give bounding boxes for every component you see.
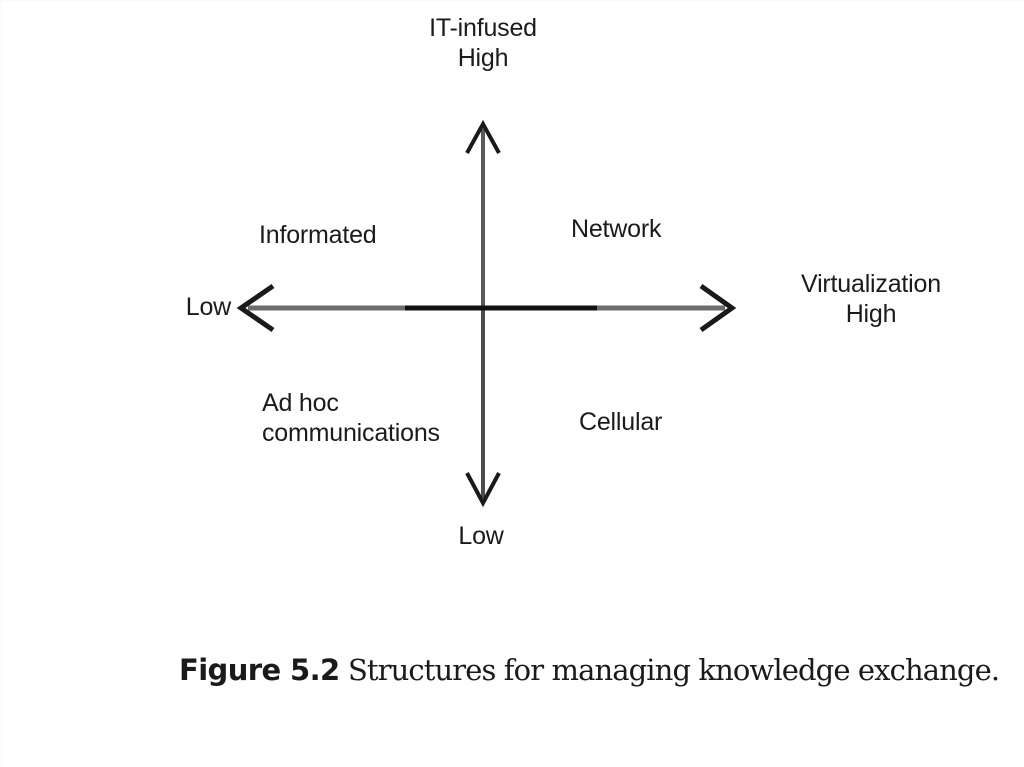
axis-label-horizontal-low-text: Low — [185, 293, 231, 321]
quadrant-label-network: Network — [571, 215, 662, 243]
axis-label-horizontal-high-line2: High — [845, 300, 897, 328]
figure-caption-spacer — [340, 653, 348, 687]
arrowhead-right-icon — [699, 283, 737, 333]
quadrant-label-cellular: Cellular — [579, 408, 663, 436]
arrowhead-left-icon — [236, 283, 275, 333]
figure-caption: Figure 5.2 Structures for managing knowl… — [179, 651, 1000, 690]
figure-caption-text: Structures for managing knowledge exchan… — [347, 653, 1000, 687]
axis-label-horizontal-high-line1: Virtualization — [801, 270, 941, 298]
quadrant-label-ad-hoc-communications: Ad hoc communications — [262, 389, 440, 447]
axis-label-vertical-high-line2: High — [457, 44, 509, 72]
quadrant-label-informated: Informated — [259, 221, 377, 249]
axis-label-vertical-high-line1: IT-infused — [429, 14, 537, 42]
figure-caption-number: Figure 5.2 — [179, 653, 340, 687]
arrowhead-down-icon — [465, 472, 501, 508]
arrowhead-up-icon — [465, 119, 501, 154]
axis-label-vertical-low: Low — [401, 521, 561, 551]
axis-label-vertical-low-text: Low — [458, 522, 504, 550]
axis-label-horizontal-low: Low — [151, 292, 231, 322]
axis-cross — [236, 119, 737, 508]
